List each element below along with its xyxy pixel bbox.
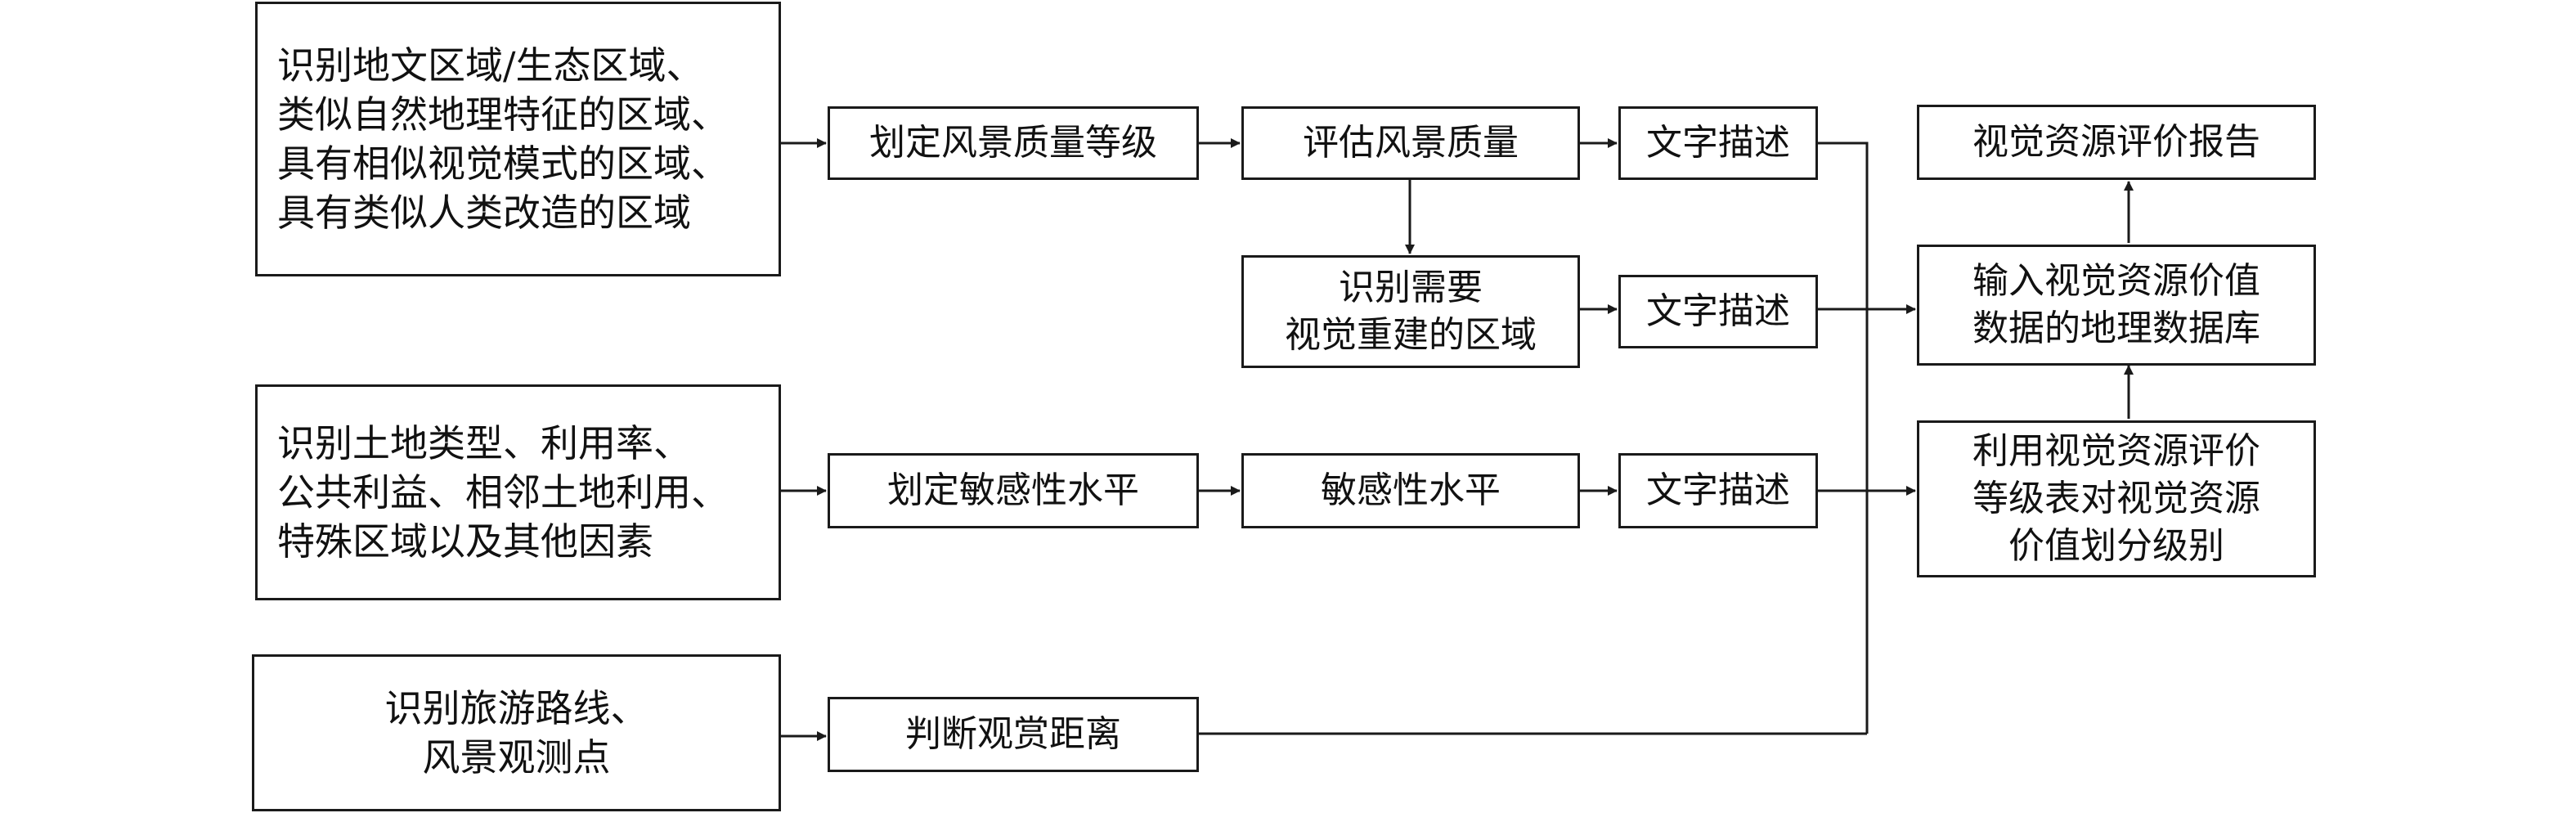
identify-land-box: 识别土地类型、利用率、公共利益、相邻土地利用、特殊区域以及其他因素 <box>255 384 781 600</box>
grade-quality-box: 划定风景质量等级 <box>828 106 1199 180</box>
box-text-line: 具有相似视觉模式的区域、 <box>277 141 729 186</box>
judge-distance-box: 判断观赏距离 <box>828 697 1199 772</box>
box-text-line: 评估风景质量 <box>1303 122 1519 164</box>
box-text-line: 类似自然地理特征的区域、 <box>277 92 729 137</box>
assess-quality-box: 评估风景质量 <box>1241 106 1580 180</box>
box-text-line: 等级表对视觉资源 <box>1972 478 2260 519</box>
sensitivity-level-box: 敏感性水平 <box>1241 453 1580 528</box>
box-text-line: 特殊区域以及其他因素 <box>277 519 653 564</box>
box-text-line: 公共利益、相邻土地利用、 <box>277 470 729 514</box>
box-text-line: 具有类似人类改造的区域 <box>277 191 691 235</box>
box-text-line: 划定风景质量等级 <box>869 122 1157 164</box>
identify-rebuild-box: 识别需要视觉重建的区域 <box>1241 255 1580 368</box>
box-text-line: 风景观测点 <box>422 735 611 779</box>
box-text-line: 判断观赏距离 <box>905 713 1121 755</box>
identify-regions-box: 识别地文区域/生态区域、类似自然地理特征的区域、具有相似视觉模式的区域、具有类似… <box>255 2 781 276</box>
database-box: 输入视觉资源价值数据的地理数据库 <box>1917 245 2316 366</box>
box-text-line: 价值划分级别 <box>2008 525 2224 567</box>
text-desc-box-3: 文字描述 <box>1618 453 1818 528</box>
box-text-line: 划定敏感性水平 <box>887 469 1139 511</box>
box-text-line: 文字描述 <box>1646 122 1790 164</box>
identify-routes-box: 识别旅游路线、风景观测点 <box>252 654 781 811</box>
box-text-line: 数据的地理数据库 <box>1972 308 2260 349</box>
box-text-line: 识别地文区域/生态区域、 <box>277 43 704 88</box>
grade-sensitivity-box: 划定敏感性水平 <box>828 453 1199 528</box>
box-text-line: 识别旅游路线、 <box>384 686 648 730</box>
box-text-line: 利用视觉资源评价 <box>1972 430 2260 472</box>
box-text-line: 输入视觉资源价值 <box>1972 260 2260 302</box>
box-text-line: 识别需要 <box>1339 267 1483 308</box>
connector-text-desc-1-down <box>1818 141 1869 734</box>
text-desc-box-2: 文字描述 <box>1618 275 1818 348</box>
text-desc-box-1: 文字描述 <box>1618 106 1818 180</box>
box-text-line: 视觉重建的区域 <box>1285 314 1537 356</box>
box-text-line: 敏感性水平 <box>1321 469 1501 511</box>
box-text-line: 文字描述 <box>1646 290 1790 332</box>
box-text-line: 文字描述 <box>1646 469 1790 511</box>
classify-box: 利用视觉资源评价等级表对视觉资源价值划分级别 <box>1917 420 2316 577</box>
box-text-line: 识别土地类型、利用率、 <box>277 421 691 465</box>
box-text-line: 视觉资源评价报告 <box>1972 121 2260 163</box>
report-box: 视觉资源评价报告 <box>1917 105 2316 180</box>
